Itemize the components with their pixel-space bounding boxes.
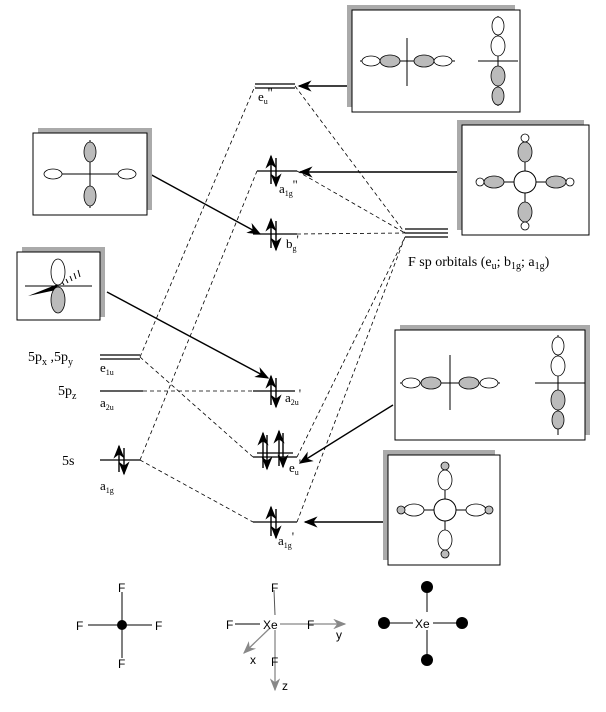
mo-a1g-prime: a1g' <box>253 505 297 550</box>
svg-text:F: F <box>76 619 83 633</box>
svg-text:eu': eu' <box>289 456 301 477</box>
svg-text:F: F <box>118 581 125 595</box>
svg-text:F: F <box>118 657 125 671</box>
orbital-box-bg-prime <box>32 128 152 216</box>
orbital-box-a1g-prime <box>383 450 501 566</box>
correlation-lines <box>139 85 406 523</box>
svg-text:F: F <box>307 618 314 632</box>
mo-eu-prime: eu' <box>253 429 301 477</box>
svg-text:Xe: Xe <box>263 618 278 632</box>
svg-text:a1g': a1g' <box>278 529 294 550</box>
svg-text:y: y <box>336 628 342 642</box>
svg-text:a1g'': a1g'' <box>279 177 297 198</box>
svg-text:5px ,5py: 5px ,5py <box>28 350 73 368</box>
xe-5pz-level: 5pz a2u <box>58 384 143 412</box>
f4-ligand-set: F F F F <box>76 581 162 671</box>
svg-text:a2u': a2u' <box>285 386 301 407</box>
mo-a2u-prime: a2u' <box>253 374 301 409</box>
xef4-axes: F F Xe F F y x z <box>226 581 347 693</box>
mo-a1g-double-prime: a1g'' <box>257 154 297 198</box>
pointer-arrows <box>106 80 462 528</box>
svg-text:a1g: a1g <box>100 478 114 495</box>
svg-text:x: x <box>250 653 256 667</box>
svg-text:Xe: Xe <box>415 617 430 631</box>
orbital-box-a1g-double-prime <box>457 120 590 236</box>
xe-5pxy-level: 5px ,5py e1u <box>28 350 140 377</box>
svg-text:F: F <box>155 619 162 633</box>
svg-text:5s: 5s <box>62 454 74 469</box>
electron-pair-icon <box>113 444 130 476</box>
svg-text:F: F <box>271 581 278 595</box>
svg-text:eu'': eu'' <box>258 85 272 106</box>
xe-5s-level: 5s a1g <box>62 444 140 495</box>
f-sp-orbitals-level: F sp orbitals (eu; b1g; a1g) <box>405 228 550 272</box>
xef4-ball-model: Xe <box>378 581 468 666</box>
mo-bg-prime: bg' <box>253 217 299 253</box>
svg-text:bg': bg' <box>286 232 299 253</box>
svg-text:e1u: e1u <box>100 360 114 377</box>
orbital-box-eu-double-prime <box>347 5 521 113</box>
svg-text:F: F <box>271 655 278 669</box>
orbital-box-pz <box>16 247 105 321</box>
svg-text:F: F <box>226 618 233 632</box>
svg-text:5pz: 5pz <box>58 384 77 402</box>
mo-eu-double-prime: eu'' <box>255 83 295 106</box>
svg-text:a2u: a2u <box>100 395 114 412</box>
orbital-box-eu-prime <box>394 325 590 441</box>
svg-text:F sp orbitals (eu; b1g; a1g): F sp orbitals (eu; b1g; a1g) <box>408 255 550 272</box>
svg-text:z: z <box>282 679 288 693</box>
